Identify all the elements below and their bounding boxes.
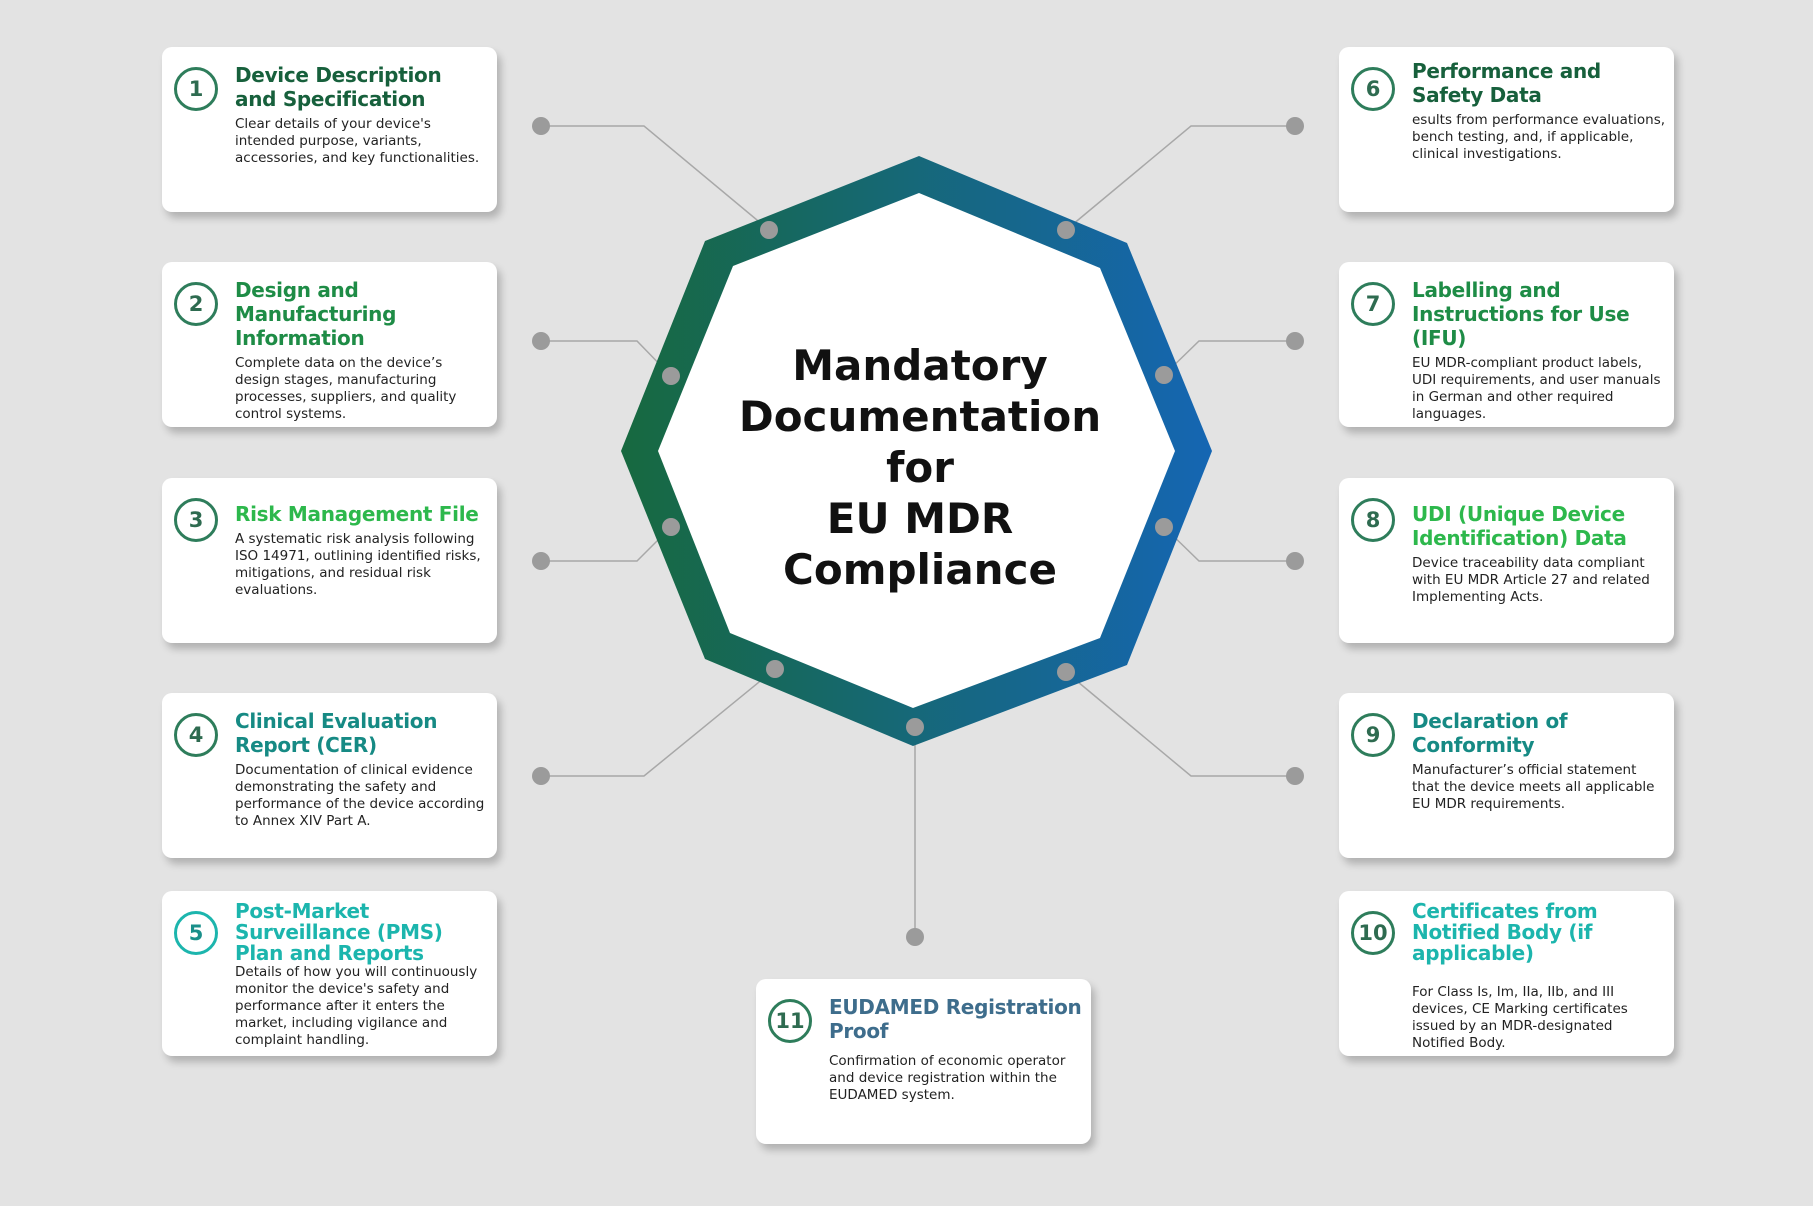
- number-badge: 10: [1351, 911, 1395, 955]
- card-description: EU MDR-compliant product labels, UDI req…: [1412, 355, 1661, 422]
- number-badge: 7: [1351, 282, 1395, 326]
- card-post-market-surveillance: 5 Post-Market Surveillance (PMS) Plan an…: [162, 891, 497, 1056]
- title-line: for: [886, 443, 954, 492]
- card-performance-safety: 6 Performance and Safety Data esults from…: [1339, 47, 1674, 212]
- card-title: EUDAMED Registration Proof: [829, 995, 1082, 1043]
- card-description: Details of how you will continuously mon…: [235, 964, 478, 1048]
- number-badge: 1: [174, 67, 218, 111]
- card-clinical-evaluation: 4 Clinical Evaluation Report (CER) Docume…: [162, 693, 497, 858]
- card-description: Complete data on the device’s design sta…: [235, 355, 457, 422]
- card-title: Design and Manufacturing Information: [235, 278, 397, 350]
- card-description: Manufacturer’s official statement that t…: [1412, 762, 1655, 812]
- connector-lines: [541, 125, 1295, 937]
- card-title: Post-Market Surveillance (PMS) Plan and …: [235, 899, 443, 965]
- number-badge: 3: [174, 498, 218, 542]
- card-title: Performance and Safety Data: [1412, 59, 1601, 107]
- card-description: Documentation of clinical evidence demon…: [235, 762, 485, 829]
- card-description: esults from performance evaluations, ben…: [1412, 112, 1666, 162]
- card-title: Risk Management File: [235, 502, 479, 526]
- title-line: Documentation: [738, 392, 1102, 441]
- card-title: UDI (Unique Device Identification) Data: [1412, 502, 1627, 550]
- card-labelling-ifu: 7 Labelling and Instructions for Use (IF…: [1339, 262, 1674, 427]
- card-title: Certificates from Notified Body (if appl…: [1412, 899, 1598, 965]
- card-udi-data: 8 UDI (Unique Device Identification) Dat…: [1339, 478, 1674, 643]
- center-title: Mandatory Documentation for EU MDR Compl…: [720, 340, 1120, 595]
- connector-dots: [532, 117, 1304, 946]
- number-badge: 5: [174, 911, 218, 955]
- card-title: Device Description and Specification: [235, 63, 442, 111]
- card-notified-body-certificates: 10 Certificates from Notified Body (if a…: [1339, 891, 1674, 1056]
- octagon-center: [658, 193, 1175, 708]
- number-badge: 6: [1351, 67, 1395, 111]
- card-description: For Class Is, Im, IIa, IIb, and III devi…: [1412, 984, 1628, 1051]
- number-badge: 11: [768, 999, 812, 1043]
- card-description: Device traceability data compliant with …: [1412, 555, 1650, 605]
- title-line: Mandatory: [792, 341, 1048, 390]
- number-badge: 9: [1351, 713, 1395, 757]
- card-title: Declaration of Conformity: [1412, 709, 1568, 757]
- card-risk-management: 3 Risk Management File A systematic risk …: [162, 478, 497, 643]
- number-badge: 8: [1351, 498, 1395, 542]
- number-badge: 4: [174, 713, 218, 757]
- title-line: EU MDR: [826, 494, 1014, 543]
- card-description: Confirmation of economic operator and de…: [829, 1053, 1066, 1103]
- card-description: Clear details of your device's intended …: [235, 116, 480, 166]
- card-title: Clinical Evaluation Report (CER): [235, 709, 438, 757]
- title-line: Compliance: [783, 545, 1057, 594]
- card-title: Labelling and Instructions for Use (IFU): [1412, 278, 1630, 350]
- card-description: A systematic risk analysis following ISO…: [235, 531, 481, 598]
- number-badge: 2: [174, 282, 218, 326]
